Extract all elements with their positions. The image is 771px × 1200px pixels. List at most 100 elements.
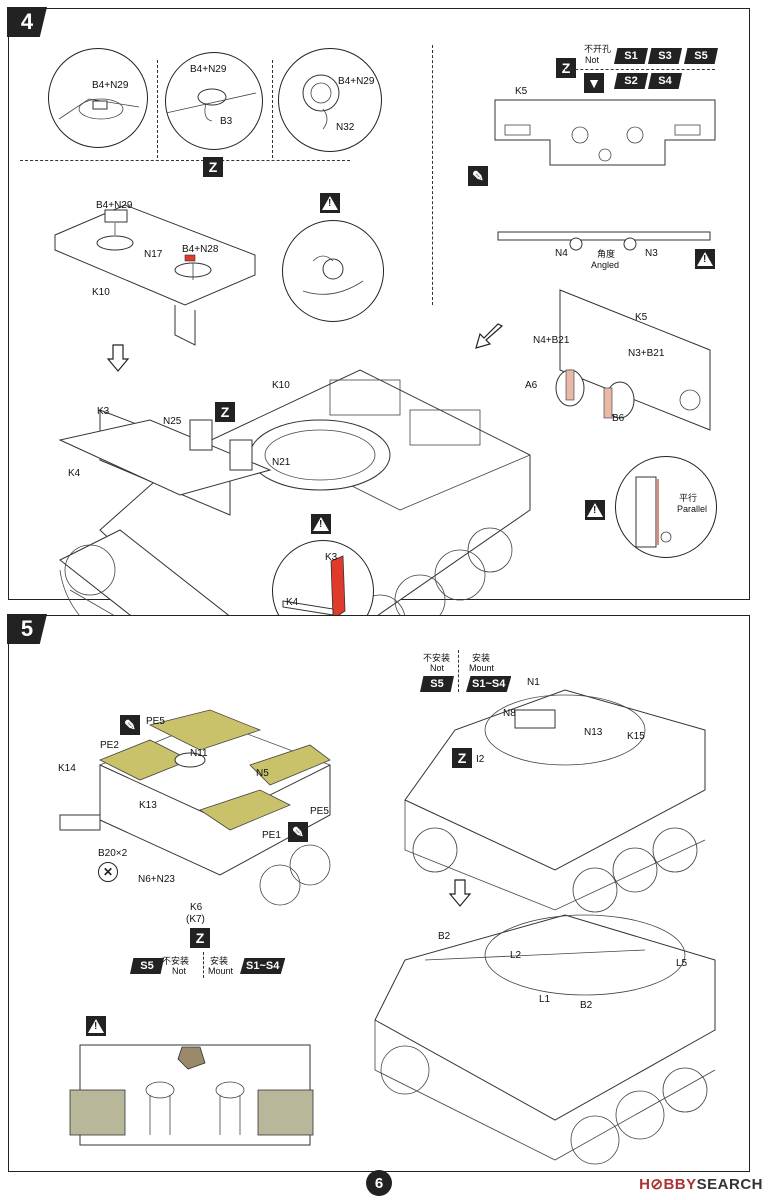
k5-assy-n3b21-label: N3+B21 [628,348,665,359]
caution-icon [320,193,340,213]
angle-en-label: Angled [591,260,620,270]
main-n21-label: N21 [272,457,291,468]
cement-icon: Z [556,58,576,78]
k5-assy-b6-label: B6 [612,413,625,424]
parallel-cn-label: 平行 [679,493,698,503]
down-arrow-icon [106,344,130,372]
watermark-suffix: SEARCH [696,1176,763,1193]
n1-label: N1 [527,677,540,688]
page-number: 6 [366,1170,392,1196]
variant-left-not-cn: 不安装 [162,956,190,966]
hull-pe-drawing-step5 [59,709,331,906]
step-5-number: 5 [7,614,47,644]
variant-left-not-en: Not [172,966,187,976]
k5-plate-drawing [494,99,716,166]
variant-not-en: Not [585,55,600,65]
detail2-label: B4+N29 [190,64,227,75]
divider [458,650,459,692]
k10-subassembly-drawing [54,204,256,346]
n6n23-label: N6+N23 [138,874,175,885]
k7-label: (K7) [186,914,205,925]
paint-brush-icon: ✎ [288,822,308,842]
main-k3-label: K3 [97,406,110,417]
caution-icon [585,500,605,520]
hull-bottom-drawing-step5-right [374,914,716,1165]
variant-right-not-cn: 不安装 [423,653,451,663]
parallel-en-label: Parallel [677,504,708,514]
b20-label: B20×2 [98,848,128,859]
caution-icon [86,1016,106,1036]
l2-label: L2 [510,950,522,961]
n5-label: N5 [256,768,269,779]
detail3-sub-label: N32 [336,122,355,133]
l1-label: L1 [539,994,551,1005]
detail-circle-parallel [615,456,717,558]
k5-label: K5 [515,86,528,97]
detail-circle-warning [282,220,384,322]
assy-b4n28-label: B4+N28 [182,244,219,255]
caution-icon [695,249,715,269]
drill-icon: ▼ [584,73,604,93]
detail-circle-1 [48,48,148,148]
b2b-label: B2 [580,1000,593,1011]
main-n25-label: N25 [163,416,182,427]
k5-assy-k5-label: K5 [635,312,648,323]
zoom-k4-label: K4 [286,597,299,608]
badge-s1-s4: S1~S4 [466,676,512,692]
variant-left-mount-cn: 安装 [210,956,229,966]
variant-right-mount-cn: 安装 [472,653,491,663]
badge-s2: S2 [614,73,648,89]
divider [203,952,204,978]
main-k10-label: K10 [272,380,290,391]
main-k4-label: K4 [68,468,81,479]
detail1-label: B4+N29 [92,80,129,91]
watermark: H⊘BBYSEARCH [639,1175,763,1193]
detail2-sub-label: B3 [220,116,233,127]
k15-label: K15 [627,731,645,742]
paint-icon: ✎ [468,166,488,186]
detail-circle-3 [278,48,382,152]
k5-exhaust-drawing [555,289,711,431]
k3-k4-panel-drawing [58,409,272,516]
pe1-label: PE1 [262,830,281,841]
assy-b4n29-label: B4+N29 [96,200,133,211]
cement-icon: Z [190,928,210,948]
i2-label: I2 [476,754,485,765]
angle-n3-label: N3 [645,248,658,259]
k5-assy-a6-label: A6 [525,380,538,391]
angle-n4-label: N4 [555,248,568,259]
zoom-k3-label: K3 [325,552,338,563]
b2a-label: B2 [438,931,451,942]
badge-s5: S5 [420,676,454,692]
badge-s5: S5 [130,958,164,974]
k5-assy-n4b21-label: N4+B21 [533,335,570,346]
badge-s3: S3 [648,48,682,64]
rear-plate-drawing [69,1044,314,1146]
hull-top-drawing-step5-right [404,689,706,913]
variant-right-not-en: Not [430,663,445,673]
watermark-brand: H⊘BBY [639,1176,697,1193]
badge-s1-s4: S1~S4 [240,958,286,974]
n13-label: N13 [584,727,603,738]
variant-not-cn: 不开孔 [584,44,612,54]
step-4-number: 4 [7,7,47,37]
caution-icon [311,514,331,534]
divider [20,160,350,161]
k14-label: K14 [58,763,76,774]
down-arrow-icon [448,879,472,907]
k5-angled-drawing [497,231,711,251]
n8-label: N8 [503,708,516,719]
variant-right-mount-en: Mount [469,663,495,673]
assy-k10-label: K10 [92,287,110,298]
angle-cn-label: 角度 [597,249,616,259]
variant-left-mount-en: Mount [208,966,234,976]
cement-icon: Z [203,157,223,177]
pe5a-label: PE5 [146,716,165,727]
detail3-label: B4+N29 [338,76,375,87]
l5-label: L5 [676,958,688,969]
diag-arrow-icon [475,323,504,349]
badge-s1: S1 [614,48,648,64]
detail-circle-2 [165,52,263,150]
divider [560,69,715,70]
badge-s5: S5 [684,48,718,64]
